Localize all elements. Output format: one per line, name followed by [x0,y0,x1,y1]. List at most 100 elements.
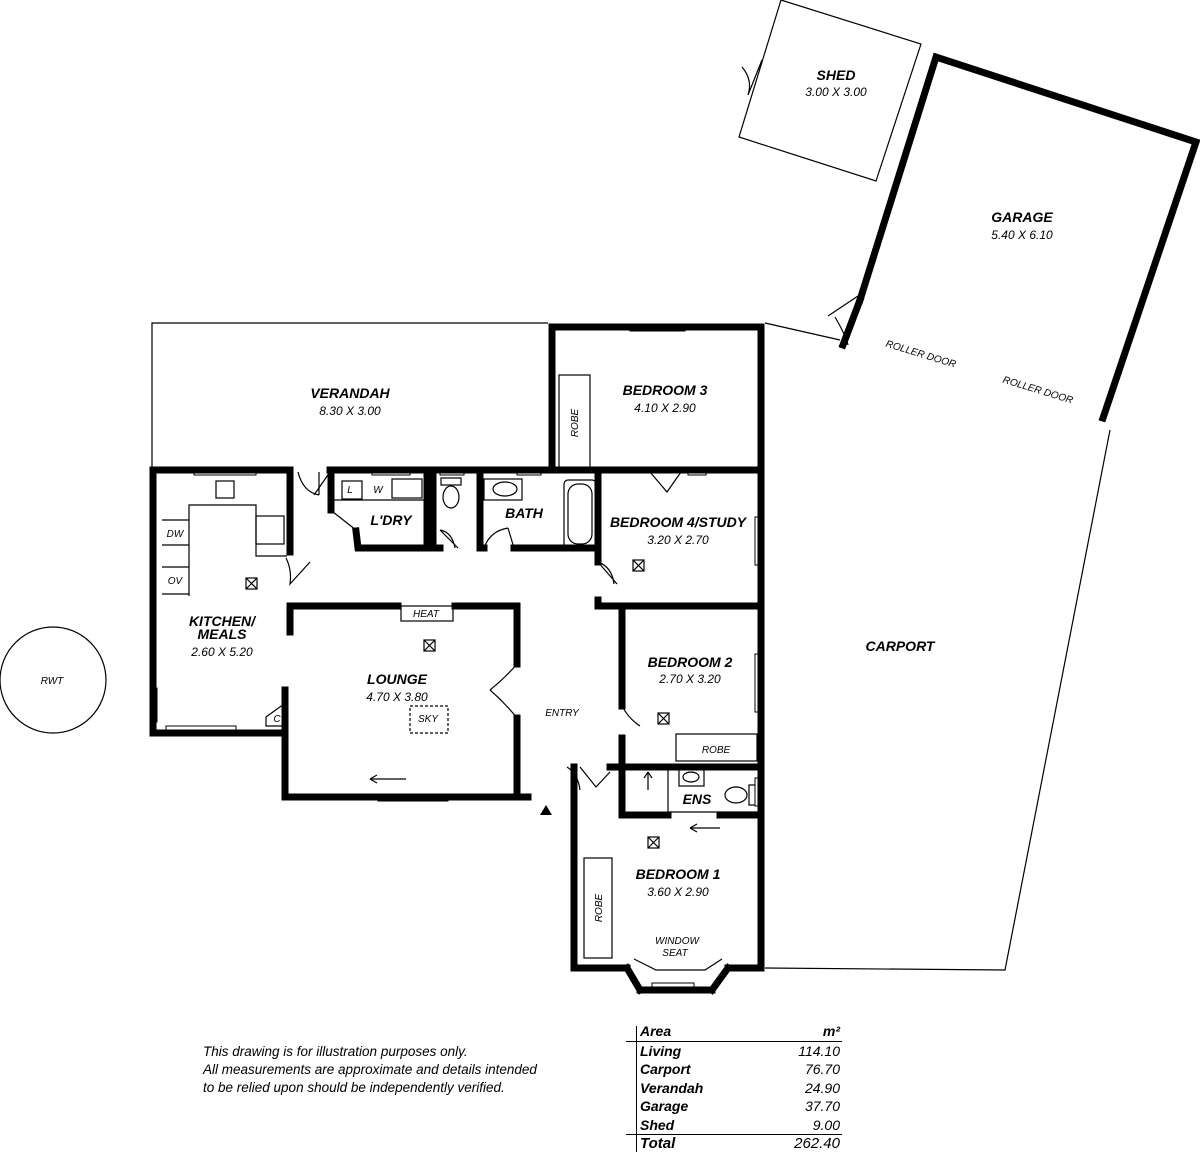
area-row-label: Living [640,1042,682,1059]
shed-dims: 3.00 X 3.00 [805,85,867,99]
bedroom3-dims: 4.10 X 2.90 [634,401,696,415]
lounge-top [286,602,521,801]
labels: SHED 3.00 X 3.00 GARAGE 5.40 X 6.10 ROLL… [41,67,1074,959]
lounge-label: LOUNGE [367,671,428,687]
laundry-walls [327,466,431,552]
bedroom2-dims: 2.70 X 3.20 [658,672,721,686]
garage-dims: 5.40 X 6.10 [991,228,1053,242]
robe-bed2 [675,733,758,762]
robe-bed1-label: ROBE [594,894,605,923]
ov-label: OV [168,576,184,587]
kitchen-dims: 2.60 X 5.20 [190,645,253,659]
disclaimer-line-2: All measurements are approximate and det… [203,1062,537,1077]
area-row-shed: Shed 9.00 [626,1116,842,1135]
area-row-label: Shed [640,1116,675,1133]
area-row-label: Carport [640,1061,691,1077]
skylight [409,705,449,734]
walls [149,52,1200,995]
roller-door-label-1: ROLLER DOOR [884,339,957,371]
area-row-verandah: Verandah 24.90 [626,1079,842,1098]
area-table-rule [636,1026,637,1152]
heater [400,605,454,622]
carport-outline [764,322,1111,971]
area-total-label: Total [640,1135,676,1152]
cooktop [255,515,285,545]
area-row-carport: Carport 76.70 [626,1060,842,1079]
garage-label: GARAGE [991,209,1053,225]
ens-walls [618,763,765,819]
area-row-value: 76.70 [804,1061,840,1077]
shed-label: SHED [817,67,856,83]
light-fittings [245,559,670,849]
bay-walls [622,963,733,995]
bedroom3-label: BEDROOM 3 [623,382,708,398]
bed1-walls [570,763,765,972]
area-row-label: Verandah [640,1079,704,1096]
bedroom3-walls [548,323,765,972]
lounge-dims: 4.70 X 3.80 [366,690,428,704]
ens-wc-bowl [724,786,748,804]
verandah-outline [151,322,548,470]
robe-bed3-label: ROBE [570,409,581,438]
window-seat-label-1: WINDOW [655,936,700,947]
roller-door-label-2: ROLLER DOOR [1001,375,1074,407]
robe-bed2-label: ROBE [702,745,731,756]
area-row-value: 114.10 [798,1042,840,1059]
bedroom4-label: BEDROOM 4/STUDY [610,514,748,530]
disclaimer-line-1: This drawing is for illustration purpose… [203,1044,468,1059]
rwt-tank [0,626,107,734]
area-header: Area m² [626,1022,842,1042]
laundry-tub [341,480,363,500]
laundry-l-label: L [347,485,353,496]
kitchen-bench [188,504,287,596]
disclaimer-line-3: to be relied upon should be independentl… [203,1080,505,1095]
bath-label: BATH [505,505,544,521]
bedroom1-dims: 3.60 X 2.90 [647,885,709,899]
entry-label: ENTRY [545,708,580,719]
area-row-label: Garage [640,1098,689,1114]
laundry-w-label: W [373,485,384,496]
area-row-living: Living 114.10 [626,1042,842,1061]
bedroom4-dims: 3.20 X 2.70 [647,533,709,547]
heat-label: HEAT [413,609,440,620]
sky-label: SKY [418,714,439,725]
verandah-dims: 8.30 X 3.00 [319,404,381,418]
bed2-walls [618,606,765,771]
area-total-value: 262.40 [794,1135,840,1152]
verandah-label: VERANDAH [310,385,390,401]
window-seat-label-2: SEAT [662,948,688,959]
thin-outlines [0,0,1111,971]
area-row-value: 37.70 [804,1098,840,1114]
laundry-label: L'DRY [370,512,413,528]
disclaimer: This drawing is for illustration purpose… [203,1043,603,1097]
wc-cistern [440,477,462,486]
washer [391,478,423,499]
area-row-total: Total 262.40 [626,1134,842,1154]
kitchen-label-2: MEALS [198,626,248,642]
bed4-walls [594,466,765,610]
area-table: Area m² Living 114.10 Carport 76.70 Vera… [626,1022,842,1154]
kitchen-sink [215,480,235,499]
area-row-garage: Garage 37.70 [626,1097,842,1116]
entry-step-icon [540,805,552,815]
area-row-value: 24.90 [804,1079,840,1096]
rwt-label: RWT [41,676,64,687]
outer-wall-left [149,466,289,737]
bedroom1-label: BEDROOM 1 [636,866,721,882]
cupboard-c-label: C [273,714,281,725]
robe-bed1 [583,857,613,959]
window-seat [633,958,723,971]
area-header-label: Area [640,1023,672,1039]
area-header-unit: m² [822,1023,840,1039]
shed-outline [738,0,922,182]
dw-label: DW [167,529,185,540]
ensuite-label: ENS [683,791,712,807]
wc-bowl [442,485,460,509]
bedroom2-label: BEDROOM 2 [648,654,733,670]
kitchen-label-1: KITCHEN/ [189,613,257,629]
vanity [483,478,523,501]
carport-label: CARPORT [866,638,936,654]
garage-walls [855,52,1200,423]
area-row-value: 9.00 [812,1116,840,1133]
